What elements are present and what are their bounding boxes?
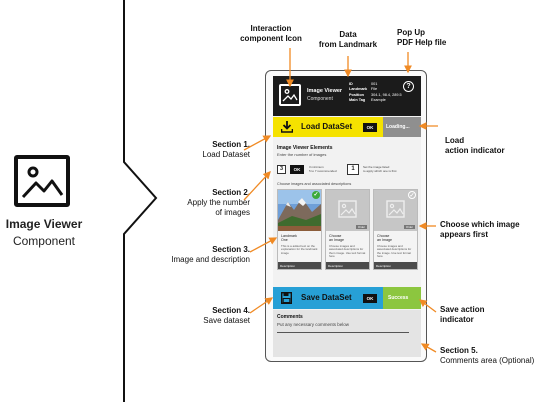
card-1-desc: This is a added text on the explanation … — [281, 244, 318, 255]
unselected-check-icon[interactable]: ✓ — [408, 191, 416, 199]
image-card-2[interactable]: Order Choose an Image Choose images and … — [325, 189, 370, 270]
elements-title: Image Viewer Elements — [277, 145, 333, 151]
annotation-load-indicator: Load action indicator — [445, 136, 505, 155]
image-count-input[interactable]: 3 — [277, 165, 286, 174]
load-dataset-label: Load DataSet — [301, 122, 353, 131]
card-2-title: Choose an Image — [329, 234, 344, 243]
card-3-order-tag: Order — [403, 225, 415, 229]
image-placeholder-icon — [386, 200, 405, 218]
section-2-label: Section 2. Apply the number of images — [187, 188, 250, 217]
brace-connector — [123, 0, 158, 402]
load-dataset-button[interactable]: Load DataSet OK — [273, 117, 383, 137]
card-3-desc: Choose images and associated description… — [377, 244, 412, 259]
save-dataset-button[interactable]: Save DataSet OK — [273, 287, 383, 309]
component-title: Image Viewer — [5, 217, 83, 231]
image-placeholder-icon — [338, 200, 357, 218]
image-card-3[interactable]: Order ✓ Choose an Image Choose images an… — [373, 189, 418, 270]
card-1-title: Landmark One — [281, 234, 297, 243]
load-ok-button[interactable]: OK — [363, 123, 377, 132]
section-4-label: Section 4. Save dataset — [203, 306, 250, 325]
annotation-popup-help: Pop Up PDF Help file — [397, 28, 447, 47]
card-2-desc: Choose images and associated description… — [329, 244, 366, 259]
card-3-title: Choose an Image — [377, 234, 392, 243]
annotation-data-landmark: Data from Landmark — [318, 30, 378, 49]
comments-placeholder: Put any necessary comments below — [277, 322, 350, 327]
count-hint: 3 minimum 5 to 7 recommended — [309, 165, 337, 173]
component-subtitle: Component — [12, 234, 76, 248]
card-2-order-tag: Order — [355, 225, 367, 229]
card-2-description-button[interactable]: Description — [326, 262, 369, 269]
comments-area[interactable]: Comments Put any necessary comments belo… — [273, 310, 421, 357]
section-1-label: Section 1. Load Dataset — [202, 140, 250, 159]
section-3-label: Section 3. Image and description — [171, 245, 250, 264]
selected-check-icon[interactable]: ✓ — [312, 191, 320, 199]
annotation-choose-image: Choose which image appears first — [440, 220, 520, 239]
image-card-1[interactable]: ✓ Landmark One This is a added text on t… — [277, 189, 322, 270]
choose-images-text: Choose images and associated description… — [277, 182, 352, 186]
card-1-description-button[interactable]: Description — [278, 262, 321, 269]
save-dataset-label: Save DataSet — [301, 293, 352, 302]
elements-subtitle: Enter the number of images — [277, 152, 327, 157]
card-3-description-button[interactable]: Description — [374, 262, 417, 269]
first-image-input[interactable]: 1 — [347, 164, 359, 175]
annotation-interaction-icon: Interaction component Icon — [240, 24, 302, 43]
comments-divider — [277, 332, 409, 333]
success-indicator: Success — [383, 287, 421, 309]
floppy-disk-icon — [281, 292, 292, 304]
header-title: Image Viewer — [307, 88, 343, 94]
download-icon — [281, 121, 293, 133]
section-5-label: Section 5. Comments area (Optional) — [440, 346, 535, 365]
header-subtitle: Component — [307, 96, 333, 102]
loading-indicator: Loading... — [383, 117, 421, 137]
image-icon — [21, 166, 64, 199]
annotation-save-indicator: Save action indicator — [440, 305, 485, 324]
image-icon[interactable] — [279, 84, 301, 106]
image-viewer-large-icon — [14, 155, 70, 207]
save-ok-button[interactable]: OK — [363, 294, 377, 303]
first-image-hint: Set the image listed to apply which one … — [363, 165, 397, 173]
count-ok-button[interactable]: OK — [290, 165, 304, 174]
comments-title: Comments — [277, 314, 303, 320]
help-icon[interactable]: ? — [403, 81, 414, 92]
